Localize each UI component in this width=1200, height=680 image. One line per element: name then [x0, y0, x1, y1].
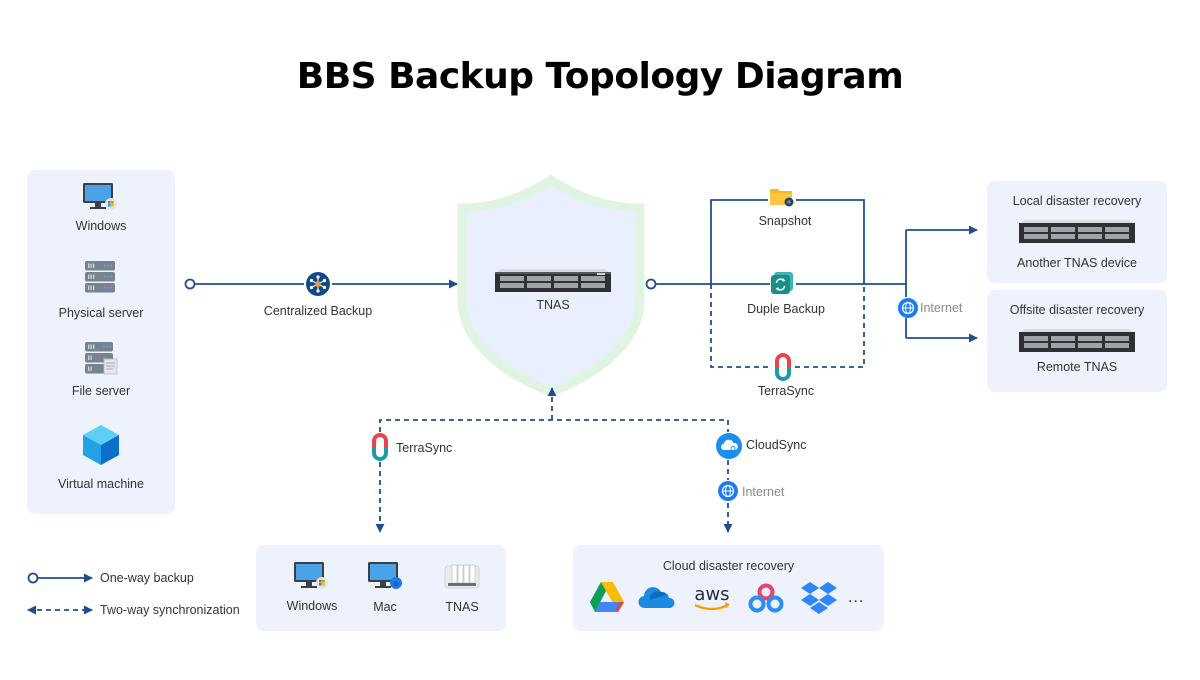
source-vm-label: Virtual machine [58, 477, 144, 491]
svg-text:aws: aws [694, 584, 729, 605]
onedrive-icon [638, 587, 675, 609]
terrasync-bottom-label: TerraSync [396, 441, 453, 455]
windows-pc-icon [294, 562, 328, 589]
centralized-backup-label: Centralized Backup [263, 304, 373, 318]
terrasync-right-label: TerraSync [757, 384, 815, 398]
rack-nas-icon [495, 269, 611, 292]
terrasync-icon [775, 353, 791, 381]
center-tnas-label: TNAS [536, 298, 570, 312]
offsite-recovery-title: Offsite disaster recovery [1009, 303, 1145, 317]
internet-right-label: Internet [920, 301, 963, 315]
legend-one-way-start [27, 572, 39, 584]
sync-square-icon [771, 272, 793, 294]
internet-bottom-label: Internet [742, 485, 785, 499]
snapshot-label: Snapshot [758, 214, 812, 228]
cloud-sync-icon [716, 433, 742, 459]
file-server-icon [85, 342, 118, 375]
client-windows-label: Windows [286, 599, 338, 613]
source-file-server-label: File server [71, 384, 131, 398]
cube-vm-icon [83, 425, 119, 465]
one-way-start-left [184, 278, 196, 290]
local-recovery-device-label: Another TNAS device [1017, 256, 1137, 270]
aws-icon: aws [694, 584, 730, 611]
globe-icon [898, 298, 918, 318]
client-mac-label: Mac [373, 600, 397, 614]
desktop-nas-icon [444, 564, 480, 589]
windows-pc-icon [83, 183, 117, 210]
cloud-recovery-title: Cloud disaster recovery [662, 559, 795, 573]
dropbox-icon [801, 582, 837, 614]
hub-icon [306, 272, 330, 296]
cloudsync-label: CloudSync [746, 438, 807, 452]
cloud-more-label: ... [848, 589, 865, 606]
legend-two-way-label: Two-way synchronization [100, 603, 240, 617]
globe-icon [718, 481, 738, 501]
rack-nas-icon [1019, 220, 1135, 243]
mac-pc-icon [368, 562, 402, 589]
terrasync-icon [372, 433, 388, 461]
baidu-cloud-icon [748, 583, 784, 613]
server-rack-icon [85, 261, 115, 293]
one-way-start-right [645, 278, 657, 290]
google-drive-icon [590, 582, 624, 612]
local-recovery-title: Local disaster recovery [1012, 194, 1142, 208]
source-windows-label: Windows [75, 219, 127, 233]
folder-camera-icon [770, 189, 794, 207]
source-physical-server-label: Physical server [58, 306, 144, 320]
rack-nas-icon [1019, 329, 1135, 352]
offsite-recovery-device-label: Remote TNAS [1036, 360, 1118, 374]
diagram-title: BBS Backup Topology Diagram [296, 56, 904, 97]
duple-backup-label: Duple Backup [747, 302, 825, 316]
legend-one-way-label: One-way backup [100, 571, 194, 585]
client-tnas-label: TNAS [445, 600, 479, 614]
